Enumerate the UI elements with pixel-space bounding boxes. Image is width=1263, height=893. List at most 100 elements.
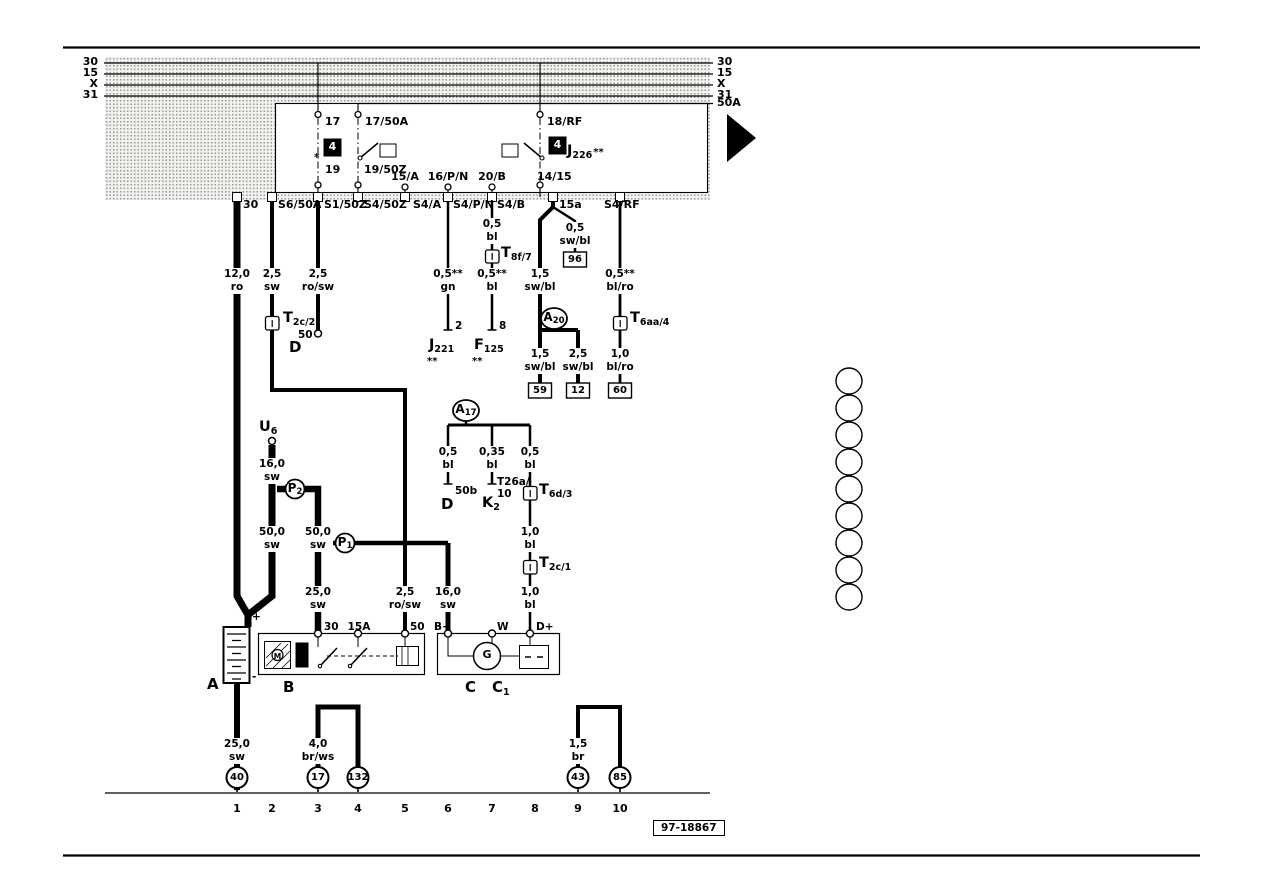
component-d-ignition-switch-2: D [441,495,454,513]
generator-circle [472,641,502,671]
wire-label-conn96: 0,5 sw/bl [557,222,593,248]
track-2: 2 [268,802,276,815]
relay-terminal-19-50z: 19/50Z [364,163,407,176]
ground-85-label: 85 [613,772,627,783]
t6aa4-number: 6aa/4 [639,317,670,328]
generator-terminal-dplus: D+ [536,621,554,633]
generator-terminal-w: W [497,621,509,633]
terminal-s6-50a: S6/50A [278,198,322,211]
c1-letter: C [492,678,504,696]
ground-symbols [225,766,632,789]
splice-a17-label: A17 [455,403,476,418]
battery-minus-mark: - [252,671,257,683]
solenoid-box [396,646,419,666]
terminal-s4-50z: S4/50Z [364,198,407,211]
u6-number: 6 [270,426,278,437]
starter-motor-box [264,641,291,669]
j226-number: 226 [572,150,593,161]
wire-label-conn59: 1,5 sw/bl [522,348,558,374]
wire-label-conn60: 1,0 bl/ro [604,348,636,374]
wire-starter-50 [270,329,407,633]
j221-note-mark: ** [427,356,438,367]
relay-terminal-14-15: 14/15 [537,170,572,183]
terminal-s4-b: S4/B [497,198,525,211]
bus-lines [104,62,713,97]
relay-box [274,102,709,194]
wire-label-t8f-in: 0,5 bl [480,218,504,244]
relay-terminal-17: 17 [325,115,341,128]
relay2-position-number: 4 [553,138,562,151]
connection-12-label: 12 [571,385,585,396]
generator-terminal-bplus: B+ [434,621,451,633]
bus-continuation-arrow [727,114,756,162]
t6aa4-letter: T [630,310,640,326]
component-c1-regulator: C1 [492,678,510,699]
ground-40-label: 40 [230,772,244,783]
ground-132 [346,766,370,789]
wire-label-a20-in: 1,5 sw/bl [522,268,558,294]
conn-96 [562,251,588,268]
wire-label-batt-gnd: 25,0 sw [222,738,252,764]
bus-label-31-left: 31 [82,88,98,101]
wire-label-s6-out: 2,5 sw [260,268,284,294]
track-9: 9 [574,802,582,815]
motor-letter: M [273,652,282,661]
wire-label-strap-gen: 1,5 br [566,738,590,764]
bus-label-50a-right: 50A [717,96,741,109]
drawing-number: 97-18867 [661,822,717,834]
bus-label-15-right: 15 [717,66,733,79]
connection-59-label: 59 [533,385,547,396]
relay-internals [314,63,567,197]
splice-a20 [540,307,568,330]
motor-circle [271,648,284,662]
t8f7-letter: T [501,245,511,261]
wire-label-a17-k2: 0,35 bl [477,446,507,472]
component-u6: U6 [259,420,278,437]
relay-terminal-15a: 15/A [391,170,419,183]
ground-40 [225,766,249,789]
relay-terminal-19: 19 [325,163,341,176]
component-c-generator: C [465,678,477,696]
component-f125: F125 [474,338,504,355]
f125-number: 125 [483,344,504,355]
connection-96-label: 96 [568,254,582,265]
wire-label-starter-feed-lower: 25,0 sw [303,586,333,612]
terminal-15a: 15a [559,198,582,211]
j221-pin2: 2 [455,320,463,332]
p2-number: 2 [296,487,303,497]
wire-label-a17-t6d: 0,5 bl [518,446,542,472]
t2c1-number: 2c/1 [548,562,572,573]
terminal-s4-pn: S4/P/N [453,198,494,211]
t2c2-number: 2c/2 [292,317,316,328]
wire-label-a17-d50b: 0,5 bl [436,446,460,472]
splice-p2 [284,478,306,500]
bus-label-30-right: 30 [717,55,733,68]
c1-number: 1 [503,687,510,698]
page-rules [63,46,1200,857]
drawing-number-box: 97-18867 [653,820,725,836]
k2-connector-t26a-10: T26a/ 10 [497,476,530,500]
wire-label-conn12: 2,5 sw/bl [560,348,596,374]
connection-60-label: 60 [613,385,627,396]
k2-number: 2 [493,502,500,513]
bus-label-x-left: X [89,77,98,90]
terminal-s4-rf: S4/RF [604,198,640,211]
starter-terminal-50: 50 [410,621,425,633]
generator-symbol [436,629,561,676]
track-8: 8 [531,802,539,815]
component-j221: J221 [429,338,454,355]
terminal-u6 [267,436,277,446]
t6d3-number: 6d/3 [548,489,573,500]
wire-label-j221: 0,5** gn [431,268,465,294]
ground-stubs [236,787,621,792]
component-t6aa4: T6aa/4 [630,310,670,328]
t8f7-number: 8f/7 [510,252,532,263]
ground-17 [306,766,330,789]
margin-circles [835,367,863,611]
relay2-position-square [548,136,567,155]
terminal-s1-50z: S1/50Z [324,198,367,211]
relay-terminal-16pn: 16/P/N [427,170,469,183]
a20-number: 20 [552,316,565,326]
bus-label-x-right: X [717,77,726,90]
battery-symbol [222,626,251,684]
